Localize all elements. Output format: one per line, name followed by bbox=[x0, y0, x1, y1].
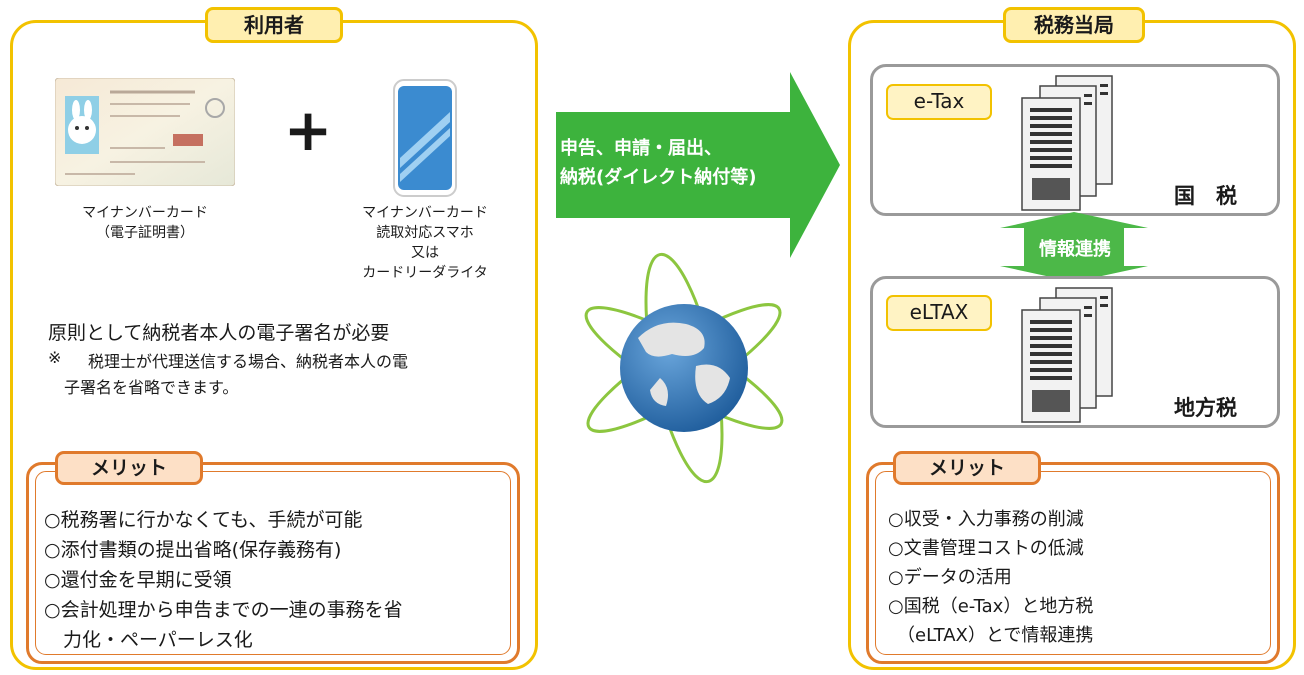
smartphone-image bbox=[392, 78, 458, 198]
authority-merit-box bbox=[866, 462, 1280, 664]
authority-merit-inner bbox=[875, 471, 1271, 655]
authority-merit-item: ○データの活用 bbox=[888, 567, 1012, 588]
authority-merit-item: ○国税（e-Tax）と地方税 bbox=[888, 596, 1094, 617]
arrow-text-line-2: 納税(ダイレクト納付等) bbox=[560, 167, 757, 188]
phone-caption-2: 読取対応スマホ bbox=[376, 225, 474, 241]
local-tax-label: 地方税 bbox=[1174, 396, 1237, 420]
arrow-text-line-1: 申告、申請・届出、 bbox=[560, 138, 722, 159]
etax-server-icon bbox=[1012, 72, 1116, 212]
globe-network-image bbox=[568, 248, 800, 488]
card-caption-1: マイナンバーカード bbox=[82, 205, 208, 221]
user-merit-item: 力化・ペーパーレス化 bbox=[44, 629, 253, 651]
phone-caption-3: 又は bbox=[411, 245, 439, 261]
user-merit-item: ○会計処理から申告までの一連の事務を省 bbox=[44, 599, 403, 621]
authority-merit-item: ○文書管理コストの低減 bbox=[888, 538, 1084, 559]
phone-caption-4: カードリーダライタ bbox=[362, 265, 488, 281]
authority-merit-item: ○収受・入力事務の削減 bbox=[888, 509, 1084, 530]
authority-panel-title: 税務当局 bbox=[1003, 7, 1145, 43]
note-mark: ※ bbox=[48, 348, 62, 367]
card-caption-2: （電子証明書） bbox=[96, 225, 194, 241]
mynumber-card-image bbox=[54, 77, 236, 187]
eltax-server-icon bbox=[1012, 284, 1116, 424]
user-panel-title: 利用者 bbox=[205, 7, 343, 43]
submission-arrow bbox=[556, 72, 842, 258]
info-link-arrow bbox=[998, 212, 1150, 282]
plus-sign: + bbox=[283, 96, 333, 164]
eltax-label: eLTAX bbox=[886, 295, 992, 331]
user-merit-title: メリット bbox=[55, 451, 203, 485]
user-merit-item: ○税務署に行かなくても、手続が可能 bbox=[44, 509, 363, 531]
authority-merit-title: メリット bbox=[893, 451, 1041, 485]
national-tax-label: 国 税 bbox=[1174, 184, 1237, 208]
authority-merit-item: （eLTAX）とで情報連携 bbox=[888, 625, 1094, 646]
user-merit-box bbox=[26, 462, 520, 664]
note-line-2: 子署名を省略できます。 bbox=[64, 378, 239, 397]
principle-text: 原則として納税者本人の電子署名が必要 bbox=[48, 322, 390, 344]
etax-label: e-Tax bbox=[886, 84, 992, 120]
info-link-label: 情報連携 bbox=[1039, 239, 1111, 260]
phone-caption-1: マイナンバーカード bbox=[362, 205, 488, 221]
user-merit-inner bbox=[35, 471, 511, 655]
user-merit-item: ○添付書類の提出省略(保存義務有) bbox=[44, 539, 342, 561]
note-line-1: 税理士が代理送信する場合、納税者本人の電 bbox=[88, 352, 409, 371]
user-merit-item: ○還付金を早期に受領 bbox=[44, 569, 232, 591]
